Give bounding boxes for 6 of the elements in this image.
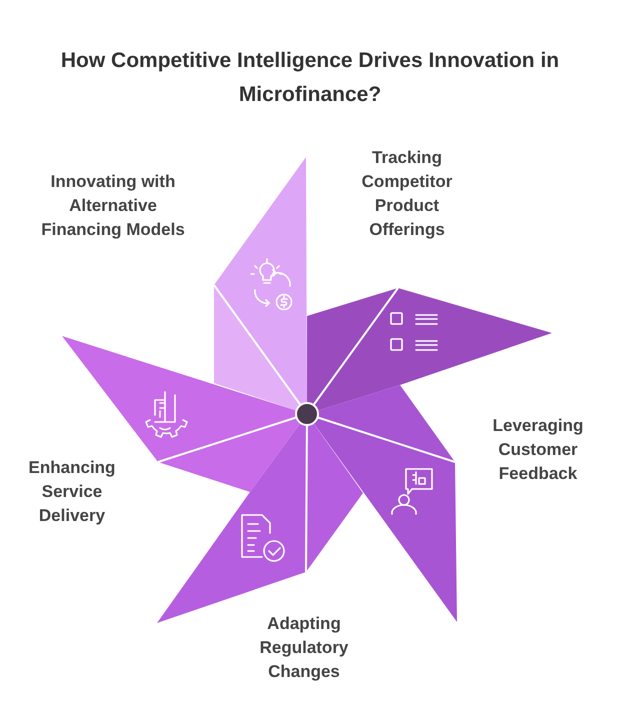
blade-label: Innovating with Alternative Financing Models — [40, 171, 186, 241]
diagram-title: How Competitive Intelligence Drives Innovation in Microfinance? — [60, 48, 560, 108]
blade-label: Enhancing Service Delivery — [28, 457, 116, 527]
blade-label: Tracking Competitor Product Offerings — [360, 147, 454, 241]
blade-label: Adapting Regulatory Changes — [258, 613, 350, 683]
blade-label: Leveraging Customer Feedback — [492, 415, 584, 485]
